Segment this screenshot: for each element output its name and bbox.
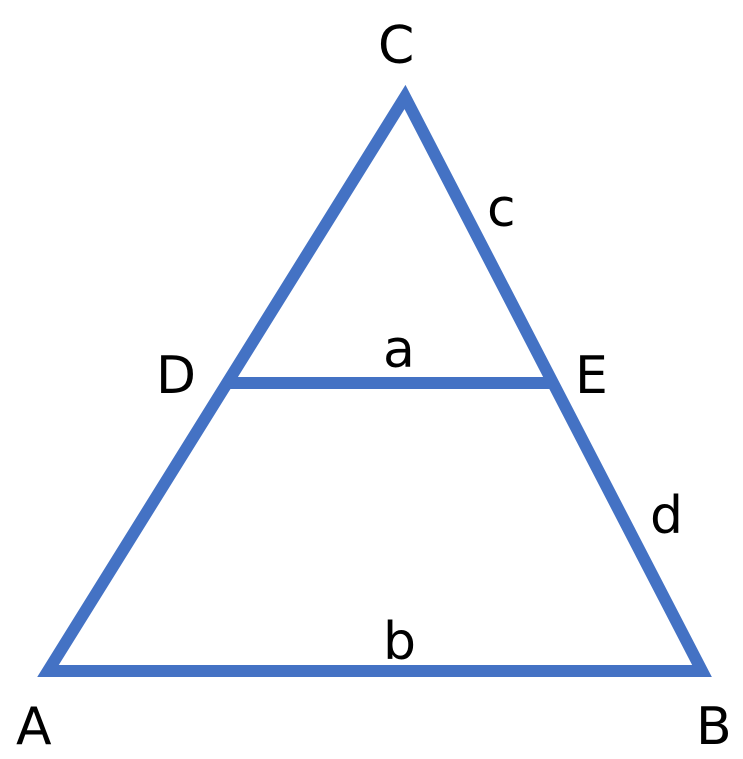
segment-label-d: d	[650, 486, 683, 546]
vertex-label-e: E	[575, 346, 608, 406]
segment-label-a: a	[383, 320, 415, 380]
segment-label-b: b	[383, 612, 416, 672]
segment-label-c: c	[487, 179, 516, 239]
vertex-label-a: A	[16, 697, 52, 757]
vertex-label-d: D	[156, 346, 196, 406]
vertex-label-b: B	[696, 697, 732, 757]
vertex-label-c: C	[378, 16, 414, 76]
